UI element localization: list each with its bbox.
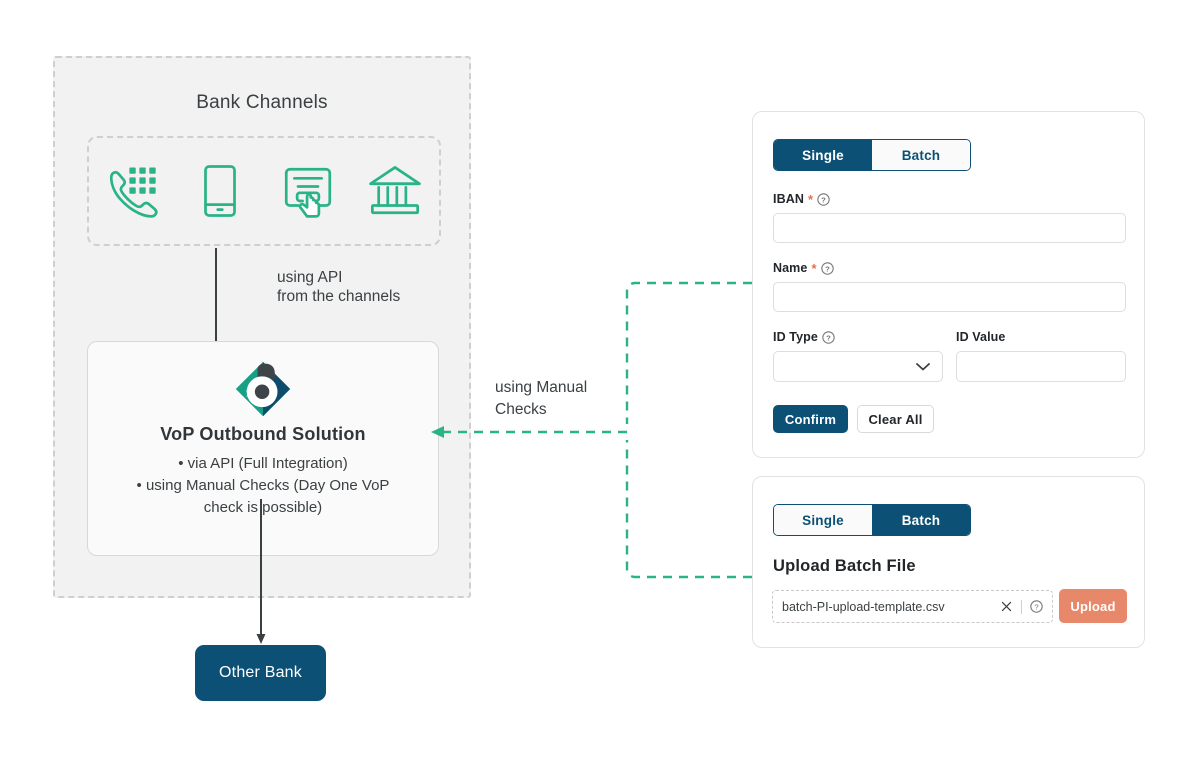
svg-text:?: ? bbox=[825, 264, 830, 273]
id-value-label: ID Value bbox=[956, 330, 1005, 344]
online-banking-click-icon bbox=[279, 162, 337, 220]
vop-bullet-1: • using Manual Checks (Day One VoP bbox=[136, 477, 390, 494]
id-value-input[interactable] bbox=[956, 351, 1126, 382]
name-input[interactable] bbox=[773, 282, 1126, 312]
single-batch-toggle[interactable]: Single Batch bbox=[773, 139, 971, 171]
api-flow-label: using API from the channels bbox=[277, 269, 401, 305]
svg-text:?: ? bbox=[821, 195, 826, 204]
vop-outbound-solution-card: VoP Outbound Solution • via API (Full In… bbox=[87, 341, 439, 556]
name-label: Name * ? bbox=[773, 261, 834, 275]
file-drop-zone[interactable]: batch-PI-upload-template.csv ? bbox=[772, 590, 1053, 623]
file-zone-divider bbox=[1021, 599, 1022, 614]
name-label-text: Name bbox=[773, 261, 808, 275]
upload-batch-file-title: Upload Batch File bbox=[773, 557, 916, 575]
bank-channels-title: Bank Channels bbox=[196, 92, 328, 113]
mobile-phone-icon bbox=[191, 162, 249, 220]
remove-file-icon[interactable] bbox=[1000, 600, 1013, 613]
batch-upload-panel: Single Batch Upload Batch File batch-PI-… bbox=[752, 476, 1145, 648]
iban-label-text: IBAN bbox=[773, 192, 804, 206]
id-type-help-icon[interactable]: ? bbox=[822, 330, 835, 344]
iban-help-icon[interactable]: ? bbox=[817, 192, 830, 206]
tab-batch-batchcard[interactable]: Batch bbox=[872, 505, 970, 535]
svg-text:?: ? bbox=[826, 333, 831, 342]
iban-input[interactable] bbox=[773, 213, 1126, 243]
bank-building-icon bbox=[366, 162, 424, 220]
iban-required-marker: * bbox=[807, 191, 814, 207]
svg-text:?: ? bbox=[1034, 602, 1038, 611]
tab-single-batchcard[interactable]: Single bbox=[774, 505, 872, 535]
name-help-icon[interactable]: ? bbox=[820, 261, 834, 275]
clear-all-button[interactable]: Clear All bbox=[857, 405, 934, 433]
batch-single-toggle[interactable]: Single Batch bbox=[773, 504, 971, 536]
vop-card-title: VoP Outbound Solution bbox=[160, 424, 366, 444]
id-type-select[interactable] bbox=[773, 351, 943, 382]
id-type-label: ID Type ? bbox=[773, 330, 835, 344]
tab-single[interactable]: Single bbox=[774, 140, 872, 170]
tab-batch[interactable]: Batch bbox=[872, 140, 970, 170]
upload-help-icon[interactable]: ? bbox=[1030, 600, 1043, 613]
name-required-marker: * bbox=[811, 260, 817, 276]
manual-checks-connector bbox=[431, 281, 752, 579]
phone-keypad-icon bbox=[104, 162, 162, 220]
vop-bullet-0: • via API (Full Integration) bbox=[178, 455, 348, 472]
id-type-label-text: ID Type bbox=[773, 330, 818, 344]
iban-label: IBAN * ? bbox=[773, 192, 830, 206]
manual-checks-label: using Manual Checks bbox=[495, 379, 588, 418]
vop-brand-logo bbox=[235, 361, 291, 417]
selected-file-name: batch-PI-upload-template.csv bbox=[782, 599, 945, 614]
vop-card-bullets: • via API (Full Integration) • using Man… bbox=[88, 453, 438, 519]
id-value-label-text: ID Value bbox=[956, 330, 1006, 344]
chevron-down-icon bbox=[916, 362, 930, 370]
single-check-panel: Single Batch IBAN * ? Name * ? ID Type bbox=[752, 111, 1145, 458]
upload-button[interactable]: Upload bbox=[1059, 589, 1127, 623]
other-bank-node: Other Bank bbox=[195, 645, 326, 701]
other-bank-flow-arrow bbox=[256, 499, 266, 644]
confirm-button[interactable]: Confirm bbox=[773, 405, 848, 433]
vop-bullet-2: check is possible) bbox=[203, 499, 323, 516]
channel-icons-group bbox=[87, 136, 441, 246]
